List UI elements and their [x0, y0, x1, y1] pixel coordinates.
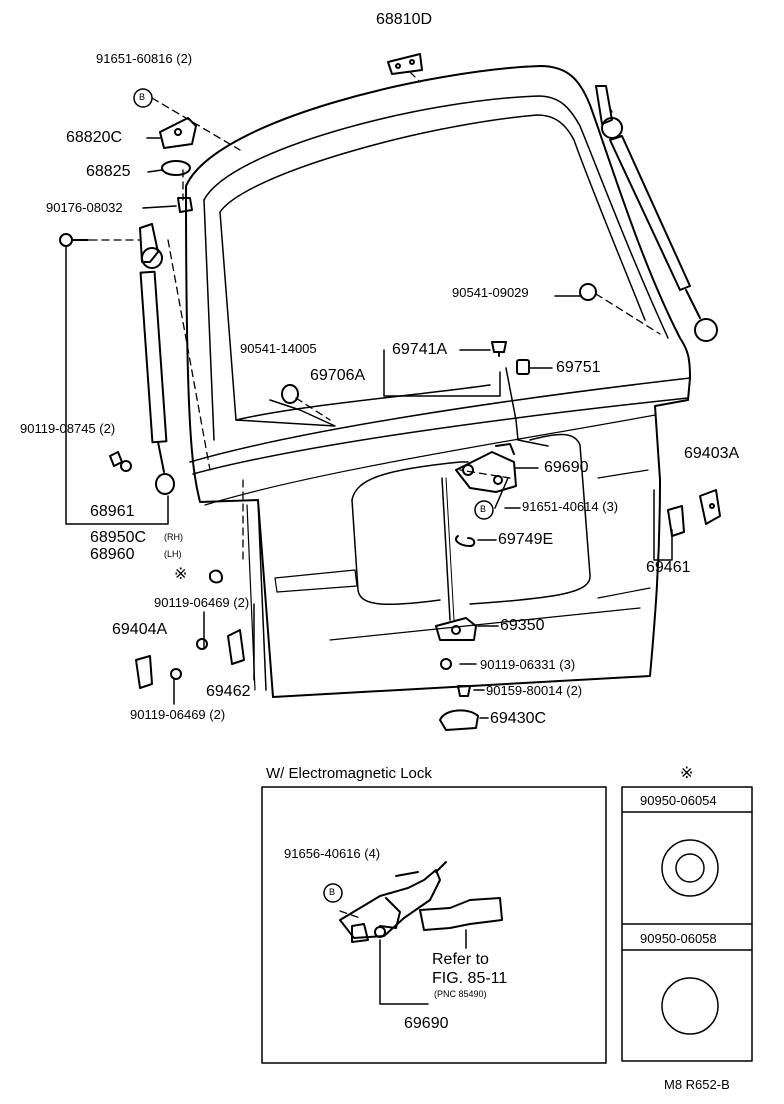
inset-title: W/ Electromagnetic Lock [266, 765, 432, 782]
bolt-b-mark-3: B [329, 887, 336, 897]
bolt-90119-08745 [59, 233, 89, 247]
label-91656-40616: 91656-40616 (4) [284, 846, 381, 861]
label-68825: 68825 [86, 163, 131, 180]
label-68960: 68960 [90, 546, 135, 563]
cushion-90176 [177, 197, 193, 213]
latch-69350 [435, 617, 477, 641]
label-90159-80014: 90159-80014 (2) [486, 683, 583, 698]
note-row-2: 90950-06058 [640, 931, 717, 946]
em-lock-assembly [339, 861, 503, 943]
label-lh: (LH) [164, 549, 182, 559]
inset-callout [379, 939, 429, 1005]
label-90119-06469-lower: 90119-06469 (2) [130, 707, 226, 722]
striker-69403a [699, 489, 721, 525]
striker-69404a [135, 655, 153, 689]
hinge-68810d [387, 53, 423, 75]
label-inset-69690: 69690 [404, 1015, 449, 1032]
hinge-68820c [159, 117, 197, 149]
label-90541-09029: 90541-09029 [452, 285, 529, 300]
label-90119-06469-upper: 90119-06469 (2) [154, 595, 250, 610]
cover-69430c [439, 709, 479, 731]
label-68820c: 68820C [66, 129, 123, 146]
bolt-b-mark-2: B [480, 504, 487, 514]
bolt-90119-06469 [170, 638, 208, 680]
pad-68825 [161, 160, 191, 176]
label-90176-08032: 90176-08032 [46, 200, 123, 215]
cushion-90541-14005 [281, 384, 299, 404]
label-rh: (RH) [164, 532, 183, 542]
callout-lines [65, 137, 673, 719]
label-69350: 69350 [500, 617, 545, 634]
stopper-69462 [227, 629, 245, 665]
label-68961: 68961 [90, 503, 135, 520]
bolt-90159-80014 [457, 685, 471, 697]
label-69690: 69690 [544, 459, 589, 476]
bolt-b-circle-1 [133, 88, 153, 108]
label-90119-08745: 90119-08745 (2) [20, 421, 116, 436]
cushion-90541-09029 [579, 283, 597, 301]
leader-lines [89, 71, 661, 919]
label-91651-40614: 91651-40614 (3) [522, 499, 619, 514]
knob-69741a [491, 341, 507, 357]
latch-rod [441, 477, 451, 621]
label-69741a: 69741A [392, 341, 448, 358]
note-row-1: 90950-06054 [640, 793, 717, 808]
label-69461: 69461 [646, 559, 691, 576]
refer-line-2: FIG. 85-11 [432, 970, 508, 987]
left-stay-strut [139, 223, 175, 495]
bolt-b-circle-2 [474, 500, 494, 520]
back-door-panel [185, 65, 691, 698]
label-68950c: 68950C [90, 529, 147, 546]
inset-frame [261, 786, 607, 1064]
cushion-note-part [209, 569, 223, 584]
label-69404a: 69404A [112, 621, 168, 638]
label-91651-60816: 91651-60816 (2) [96, 51, 193, 66]
refer-line-1: Refer to [432, 951, 489, 968]
label-90541-14005: 90541-14005 [240, 341, 317, 356]
label-68810d: 68810D [376, 11, 433, 28]
clip-69749e [454, 535, 476, 547]
figure-code: M8 R652-B [664, 1077, 730, 1092]
label-69751: 69751 [556, 359, 601, 376]
note-mark-1: ※ [174, 566, 188, 583]
label-69749e: 69749E [498, 531, 554, 548]
bolt-68961 [109, 451, 132, 472]
note-mark-2: ※ [680, 765, 694, 782]
note-table [621, 786, 753, 1062]
bolt-90119-06331 [440, 658, 452, 670]
label-69462: 69462 [206, 683, 251, 700]
label-69706a: 69706A [310, 367, 366, 384]
clip-69751 [516, 359, 530, 375]
refer-line-3: (PNC 85490) [434, 989, 487, 999]
lock-assembly-69690 [455, 443, 517, 493]
label-90119-06331: 90119-06331 (3) [480, 657, 576, 672]
right-stay-strut [595, 85, 718, 342]
label-69403a: 69403A [684, 445, 740, 462]
bolt-b-circle-3 [323, 883, 343, 903]
label-69430c: 69430C [490, 710, 547, 727]
lock-rod [505, 367, 549, 447]
bolt-b-mark-1: B [139, 92, 146, 102]
stopper-69461 [667, 505, 685, 537]
